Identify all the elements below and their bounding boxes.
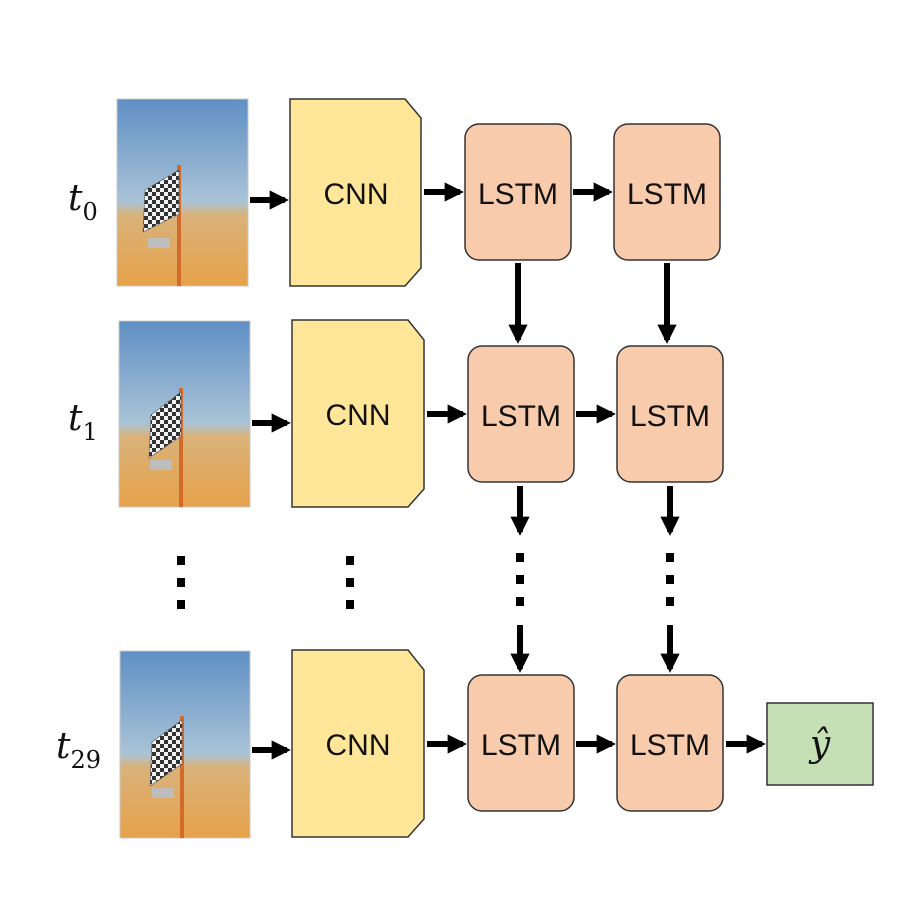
time-label-t29: t29 xyxy=(56,726,101,774)
lstm1-block-t1 xyxy=(467,345,575,483)
lstm2-block-t1 xyxy=(616,345,724,483)
time-label-t1: t1 xyxy=(68,398,98,446)
frame-image-t0 xyxy=(116,98,249,287)
cnn-label-t1: CNN xyxy=(326,399,391,432)
frame-image-t29 xyxy=(119,650,251,839)
lstm1-label-t1: LSTM xyxy=(481,400,561,433)
frame-image-t1 xyxy=(118,320,251,508)
lstm2-label-t29: LSTM xyxy=(630,729,710,762)
ellipsis-lstm1 xyxy=(516,553,524,606)
lstm2-block-t0 xyxy=(613,123,721,261)
lstm2-block-t29 xyxy=(616,674,724,812)
cnn-block-t1 xyxy=(291,319,425,508)
ellipsis-lstm2 xyxy=(666,553,674,606)
output-label: ŷ xyxy=(808,724,831,765)
lstm1-label-t29: LSTM xyxy=(481,729,561,762)
lstm2-label-t0: LSTM xyxy=(627,178,707,211)
cnn-block-t29 xyxy=(291,649,425,838)
cnn-label-t29: CNN xyxy=(326,729,391,762)
lstm1-block-t0 xyxy=(464,123,572,261)
cnn-block-t0 xyxy=(289,98,422,287)
time-label-t0: t0 xyxy=(68,178,98,226)
output-block xyxy=(766,702,874,786)
row-t0: t0 CNN LSTM LSTM xyxy=(68,98,721,287)
lstm1-block-t29 xyxy=(467,674,575,812)
row-t29: t29 CNN LSTM LSTM ŷ xyxy=(56,649,874,839)
ellipsis-cnn xyxy=(346,556,354,609)
ellipsis-frames xyxy=(177,556,185,609)
lstm1-label-t0: LSTM xyxy=(478,178,558,211)
cnn-label-t0: CNN xyxy=(324,178,389,211)
row-t1: t1 CNN LSTM LSTM xyxy=(68,319,724,508)
lstm2-label-t1: LSTM xyxy=(630,400,710,433)
